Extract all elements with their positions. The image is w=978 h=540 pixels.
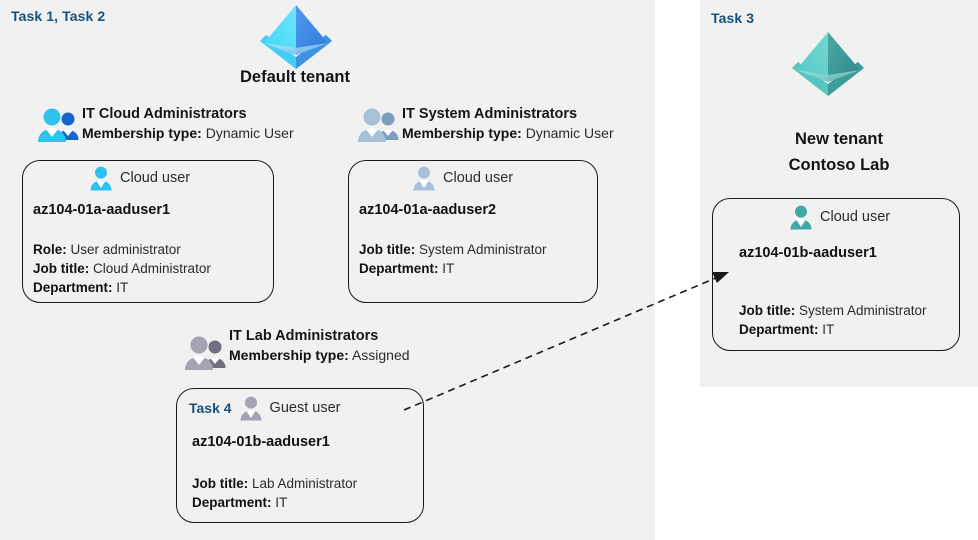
attr-key-department: Department: — [739, 322, 819, 337]
membership-type-key: Membership type: — [402, 125, 522, 141]
azure-tenant-icon-default — [254, 1, 338, 71]
attr-value-role: User administrator — [70, 242, 181, 257]
group-users-icon-it-system-administrators — [357, 106, 401, 144]
membership-type-value: Assigned — [351, 347, 410, 363]
card-header-az104-01a-aaduser2: Cloud user — [411, 165, 513, 191]
attr-value-job-title: System Administrator — [419, 242, 547, 257]
attr-key-department: Department: — [192, 495, 272, 510]
user-type-label-az104-01b-aaduser1-cloud: Cloud user — [820, 209, 891, 225]
group-name-it-system-administrators: IT System Administrators — [402, 106, 578, 122]
attr-key-department: Department: — [33, 280, 113, 295]
guest-user-icon-az104-01b-aaduser1 — [238, 395, 264, 421]
attr-value-job-title: Cloud Administrator — [93, 261, 211, 276]
group-membership-it-lab-administrators: Membership type: Assigned — [229, 345, 410, 365]
attributes-az104-01b-aaduser1-cloud: Job title: System Administrator Departme… — [739, 301, 927, 339]
user-card-az104-01b-aaduser1-cloud[interactable] — [712, 198, 960, 351]
attributes-az104-01a-aaduser1: Role: User administrator Job title: Clou… — [33, 240, 211, 297]
group-name-it-lab-administrators: IT Lab Administrators — [229, 328, 379, 344]
membership-type-key: Membership type: — [229, 347, 349, 363]
default-tenant-title: Default tenant — [239, 68, 350, 86]
card-header-az104-01b-aaduser1-cloud: Cloud user — [788, 204, 890, 230]
attr-key-role: Role: — [33, 242, 67, 257]
user-type-label-az104-01a-aaduser2: Cloud user — [443, 170, 514, 186]
user-card-az104-01a-aaduser1[interactable] — [22, 160, 274, 303]
card-header-az104-01a-aaduser1: Cloud user — [88, 165, 190, 191]
card-header-az104-01b-aaduser1-guest: Task 4 Guest user — [189, 395, 340, 421]
task-label-card-guest: Task 4 — [189, 400, 232, 416]
group-membership-it-cloud-administrators: Membership type: Dynamic User — [82, 123, 294, 143]
attr-key-job-title: Job title: — [359, 242, 416, 257]
group-users-icon-it-cloud-administrators — [37, 106, 81, 144]
group-name-it-cloud-administrators: IT Cloud Administrators — [82, 106, 247, 122]
membership-type-key: Membership type: — [82, 125, 202, 141]
group-header-it-lab-administrators: IT Lab Administrators Membership type: A… — [229, 328, 410, 365]
attr-key-department: Department: — [359, 261, 439, 276]
attr-value-department: IT — [275, 495, 288, 510]
task-label-left: Task 1, Task 2 — [11, 8, 106, 24]
user-type-label-az104-01a-aaduser1: Cloud user — [120, 170, 191, 186]
attr-value-job-title: Lab Administrator — [252, 476, 358, 491]
attr-key-job-title: Job title: — [33, 261, 90, 276]
new-tenant-title-line1: New tenant — [794, 130, 883, 148]
username-az104-01b-aaduser1-guest: az104-01b-aaduser1 — [192, 434, 330, 450]
attr-value-job-title: System Administrator — [799, 303, 927, 318]
new-tenant-title-line2: Contoso Lab — [788, 156, 890, 174]
attr-value-department: IT — [116, 280, 129, 295]
group-header-it-cloud-administrators: IT Cloud Administrators Membership type:… — [82, 106, 294, 143]
attr-value-department: IT — [822, 322, 835, 337]
membership-type-value: Dynamic User — [525, 125, 614, 141]
attr-value-department: IT — [442, 261, 455, 276]
username-az104-01a-aaduser1: az104-01a-aaduser1 — [33, 202, 171, 218]
attr-key-job-title: Job title: — [739, 303, 796, 318]
group-membership-it-system-administrators: Membership type: Dynamic User — [402, 123, 614, 143]
user-card-az104-01b-aaduser1-guest[interactable] — [176, 388, 424, 523]
username-az104-01b-aaduser1-cloud: az104-01b-aaduser1 — [739, 245, 877, 261]
attributes-az104-01a-aaduser2: Job title: System Administrator Departme… — [359, 240, 547, 278]
membership-type-value: Dynamic User — [205, 125, 294, 141]
attributes-az104-01b-aaduser1-guest: Job title: Lab Administrator Department:… — [192, 474, 357, 512]
cloud-user-icon-az104-01a-aaduser2 — [411, 165, 437, 191]
azure-tenant-icon-contoso — [786, 28, 870, 98]
cloud-user-icon-az104-01b-aaduser1 — [788, 204, 814, 230]
cloud-user-icon-az104-01a-aaduser1 — [88, 165, 114, 191]
attr-key-job-title: Job title: — [192, 476, 249, 491]
group-header-it-system-administrators: IT System Administrators Membership type… — [402, 106, 614, 143]
user-type-label-az104-01b-aaduser1-guest: Guest user — [269, 400, 341, 416]
group-users-icon-it-lab-administrators — [184, 334, 228, 372]
task-label-right: Task 3 — [711, 10, 755, 26]
username-az104-01a-aaduser2: az104-01a-aaduser2 — [359, 202, 497, 218]
